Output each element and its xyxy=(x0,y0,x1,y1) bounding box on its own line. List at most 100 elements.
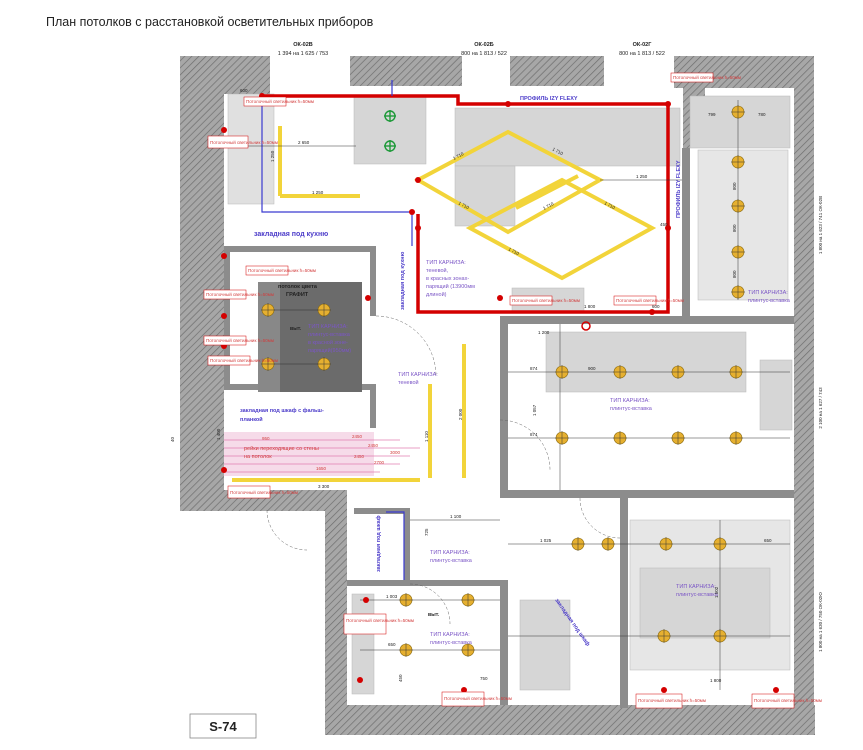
dimension-numbers: 600 2 650 1 250 1 250 1 250 1 710 1 710 … xyxy=(170,88,772,683)
fixture-tag: Потолочный светильник h=50мм xyxy=(444,695,512,701)
svg-text:в красных зонах-: в красных зонах- xyxy=(426,276,469,282)
window-label: ОК-02В xyxy=(293,42,313,48)
profile-label-vertical: ПРОФИЛЬ IZY FLEXY xyxy=(676,160,682,218)
rails-label: на потолок xyxy=(244,454,272,460)
fixture-tag: Потолочный светильник h=50мм xyxy=(210,357,278,363)
svg-text:800: 800 xyxy=(732,270,737,278)
window-label: ОК-02Б xyxy=(474,42,494,48)
svg-text:1 710: 1 710 xyxy=(552,146,565,156)
sheet-code: S-74 xyxy=(209,719,237,734)
svg-text:950: 950 xyxy=(262,436,270,441)
svg-text:ТИП КАРНИЗА:: ТИП КАРНИЗА: xyxy=(426,260,466,266)
page-title: План потолков с расстановкой осветительн… xyxy=(46,15,374,29)
cornice-notes: ТИП КАРНИЗА: теневой, в красных зонах- п… xyxy=(308,260,791,646)
cornice-note: ТИП КАРНИЗА: плинтус-вставка xyxy=(748,290,791,304)
wardrobe-mortgage-label: закладная под шкаф с фальш- xyxy=(240,407,324,414)
fixture-tags: Потолочный светильник h=50мм Потолочный … xyxy=(203,72,822,709)
graphite-label: ГРАФИТ xyxy=(286,292,309,298)
fixture-tag: Потолочный светильник h=50мм xyxy=(206,337,274,343)
window-spec: 1 394 на 1 625 / 753 xyxy=(278,51,328,57)
window-labels: ОК-02В 1 394 на 1 625 / 753 ОК-02Б 800 н… xyxy=(278,42,823,652)
pendant-lights xyxy=(384,110,396,152)
svg-text:плинтус-вставка: плинтус-вставка xyxy=(610,406,653,412)
svg-text:1 003: 1 003 xyxy=(386,594,398,599)
window-spec: 1 800 на 1 630 / 750 ОК-02Ю xyxy=(818,592,823,652)
svg-text:799: 799 xyxy=(708,112,716,117)
svg-text:2450: 2450 xyxy=(368,443,379,448)
svg-text:1 250: 1 250 xyxy=(636,174,648,179)
light-fixture xyxy=(398,642,414,658)
svg-text:теневой,: теневой, xyxy=(426,267,449,274)
light-fixture xyxy=(554,430,570,446)
svg-text:1 710: 1 710 xyxy=(452,151,465,161)
light-fixture xyxy=(728,430,744,446)
svg-text:в красной зоне-: в красной зоне- xyxy=(308,339,348,346)
svg-text:3 300: 3 300 xyxy=(318,484,330,489)
light-fixture xyxy=(670,430,686,446)
svg-text:1 025: 1 025 xyxy=(540,538,552,543)
light-fixture xyxy=(398,592,414,608)
fixture-tag: Потолочный светильник h=50мм xyxy=(638,697,706,703)
svg-text:1 110: 1 110 xyxy=(424,431,429,442)
svg-text:1 400: 1 400 xyxy=(216,428,221,440)
vyt-label-2: ВЫТ. xyxy=(428,612,439,617)
svg-text:1 250: 1 250 xyxy=(312,190,324,195)
svg-text:ТИП КАРНИЗА:: ТИП КАРНИЗА: xyxy=(430,550,470,556)
svg-text:парящий (13900мм: парящий (13900мм xyxy=(426,283,475,290)
fixture-tag: Потолочный светильник h=50мм xyxy=(754,697,822,703)
svg-text:780: 780 xyxy=(758,112,766,117)
cornice-note: ТИП КАРНИЗА: плинтус-вставка в красной з… xyxy=(308,324,351,354)
kitchen-mortgage-vertical-label: закладная под кухню xyxy=(400,251,406,310)
svg-text:плинтус-вставка: плинтус-вставка xyxy=(308,332,351,338)
svg-text:ТИП КАРНИЗА:: ТИП КАРНИЗА: xyxy=(676,584,716,590)
svg-text:1650: 1650 xyxy=(316,466,327,471)
svg-text:1 800: 1 800 xyxy=(710,678,722,683)
svg-text:40: 40 xyxy=(170,436,175,442)
svg-text:1 710: 1 710 xyxy=(458,200,471,210)
svg-text:ТИП КАРНИЗА:: ТИП КАРНИЗА: xyxy=(748,290,788,296)
svg-text:600: 600 xyxy=(652,304,660,309)
fixture-tag: Потолочный светильник h=50мм xyxy=(512,297,580,303)
light-fixture xyxy=(570,536,586,552)
red-marker-points xyxy=(221,93,779,693)
svg-text:874: 874 xyxy=(530,366,538,371)
light-fixture xyxy=(460,592,476,608)
cornice-note: ТИП КАРНИЗА: теневой, в красных зонах- п… xyxy=(426,260,475,298)
svg-text:650: 650 xyxy=(388,642,396,647)
rails-zone xyxy=(224,432,420,476)
fixture-tag: Потолочный светильник h=50мм xyxy=(246,98,314,104)
svg-text:874: 874 xyxy=(530,432,538,437)
svg-text:1 200: 1 200 xyxy=(538,330,550,335)
svg-text:1 250: 1 250 xyxy=(270,150,275,162)
svg-text:1 502: 1 502 xyxy=(714,586,719,598)
fixture-tag: Потолочный светильник h=50мм xyxy=(206,291,274,297)
exterior-walls xyxy=(180,56,815,735)
svg-text:450: 450 xyxy=(660,222,668,227)
svg-text:1 710: 1 710 xyxy=(508,246,521,256)
svg-text:1 800: 1 800 xyxy=(584,304,596,309)
kitchen-mortgage-label: закладная под кухню xyxy=(254,231,328,238)
svg-text:1 710: 1 710 xyxy=(542,201,555,211)
vyt-label: ВЫТ. xyxy=(290,326,301,331)
svg-text:2 650: 2 650 xyxy=(298,140,310,145)
svg-text:ТИП КАРНИЗА:: ТИП КАРНИЗА: xyxy=(610,398,650,404)
sheet-code-box xyxy=(189,713,257,739)
svg-text:800: 800 xyxy=(732,224,737,232)
svg-text:1 710: 1 710 xyxy=(604,200,617,210)
svg-text:ТИП КАРНИЗА:: ТИП КАРНИЗА: xyxy=(398,372,438,378)
svg-text:600: 600 xyxy=(240,88,248,93)
window-spec: 2 100 на 1 627 / 743 xyxy=(818,387,823,429)
fixture-tag: Потолочный светильник h=50мм xyxy=(346,617,414,623)
svg-text:750: 750 xyxy=(480,676,488,681)
fixture-tag: Потолочный светильник h=50мм xyxy=(230,489,298,495)
blue-mortgage-lines xyxy=(261,80,413,580)
svg-text:800: 800 xyxy=(732,182,737,190)
fixture-tag: Потолочный светильник h=50мм xyxy=(616,297,684,303)
svg-text:1 057: 1 057 xyxy=(532,404,537,416)
svg-text:плинтус-вставка: плинтус-вставка xyxy=(430,640,473,646)
svg-text:длиной): длиной) xyxy=(426,291,447,298)
cornice-note: ТИП КАРНИЗА: плинтус-вставка xyxy=(430,550,473,564)
svg-text:2 000: 2 000 xyxy=(458,408,463,420)
